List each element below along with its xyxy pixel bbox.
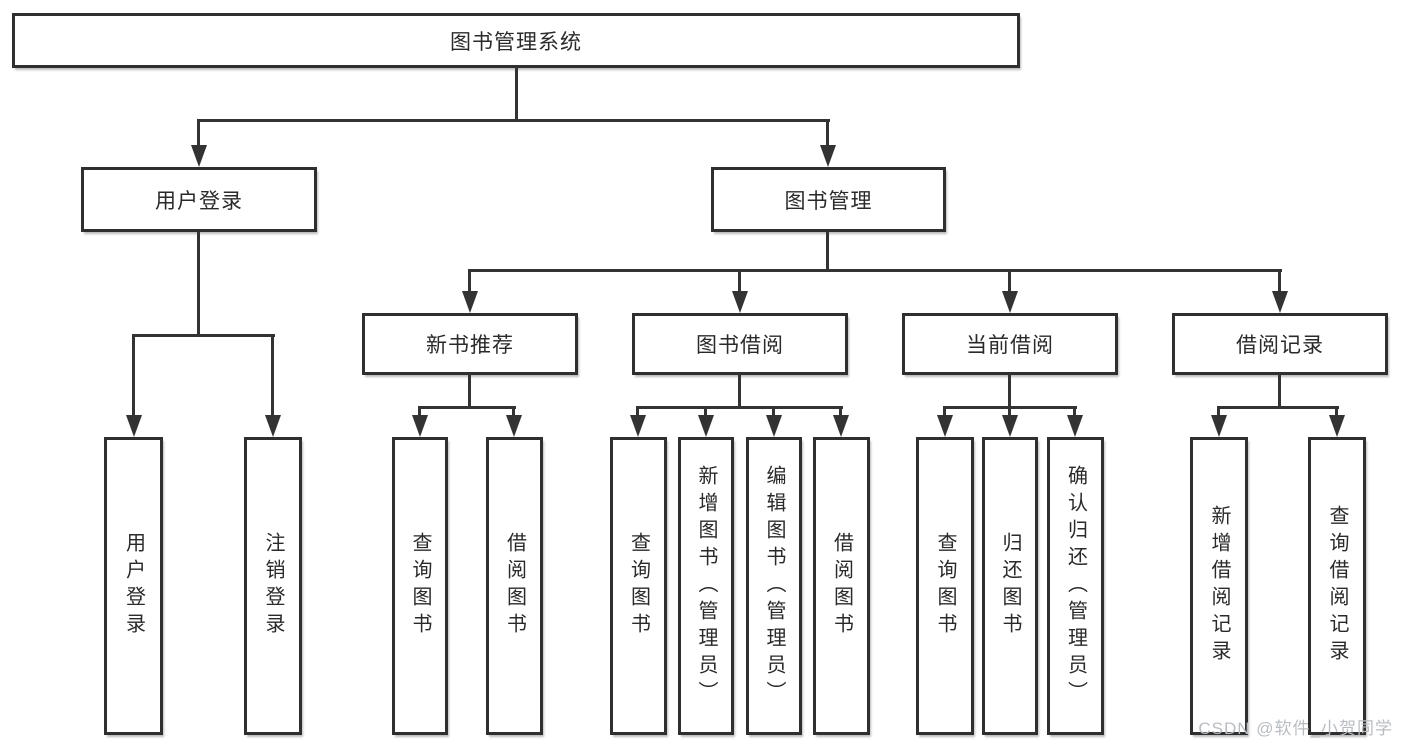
connector-stem xyxy=(468,269,471,295)
node-book-borrowing: 图书借阅 xyxy=(632,313,848,375)
connector-stem xyxy=(1008,375,1011,408)
leaf-query-books-recommend: 查询图书 xyxy=(392,437,448,735)
node-label: 查询借阅记录 xyxy=(1326,505,1348,667)
arrow-down-icon xyxy=(732,291,748,313)
node-label: 借阅记录 xyxy=(1236,334,1324,357)
connector-stem xyxy=(738,375,741,408)
connector-stem xyxy=(636,406,639,418)
connector-stem xyxy=(1335,406,1338,418)
node-label: 归还图书 xyxy=(999,532,1021,640)
node-label: 图书借阅 xyxy=(696,334,784,357)
connector-root-stem xyxy=(515,68,518,121)
csdn-watermark: CSDN @软件_小贺同学 xyxy=(1198,719,1393,738)
node-label: 新增借阅记录 xyxy=(1208,505,1230,667)
node-label: 注销登录 xyxy=(262,532,284,640)
arrow-down-icon xyxy=(833,415,849,437)
leaf-edit-books-admin: 编辑图书（管理员） xyxy=(746,437,802,735)
arrow-down-icon xyxy=(937,415,953,437)
leaf-query-borrow-record: 查询借阅记录 xyxy=(1308,437,1366,735)
connector-user-login-stem xyxy=(197,232,200,336)
connector-stem xyxy=(271,334,274,417)
node-root-system: 图书管理系统 xyxy=(12,13,1020,68)
connector-stem xyxy=(704,406,707,418)
node-label: 图书管理系统 xyxy=(450,30,582,54)
connector-stem xyxy=(943,406,946,418)
node-label: 查询图书 xyxy=(409,532,431,640)
connector-stem xyxy=(1278,375,1281,408)
arrow-down-icon xyxy=(1272,291,1288,313)
leaf-borrow-books-recommend: 借阅图书 xyxy=(486,437,543,735)
connector-user-login-splitter xyxy=(132,334,275,337)
leaf-confirm-return-admin: 确认归还（管理员） xyxy=(1047,437,1104,735)
connector-stem xyxy=(1008,406,1011,418)
connector-splitter xyxy=(418,406,516,409)
arrow-down-icon xyxy=(265,415,281,437)
node-label: 查询图书 xyxy=(934,532,956,640)
connector-stem xyxy=(772,406,775,418)
arrow-down-icon xyxy=(412,415,428,437)
arrow-down-icon xyxy=(126,415,142,437)
node-label: 确认归还（管理员） xyxy=(1064,464,1087,708)
connector-level3-splitter xyxy=(468,269,1282,272)
arrow-down-icon xyxy=(191,145,207,167)
leaf-query-books-current: 查询图书 xyxy=(916,437,974,735)
leaf-query-books-borrowing: 查询图书 xyxy=(610,437,667,735)
node-label: 查询图书 xyxy=(627,532,650,640)
connector-stem xyxy=(132,334,135,417)
connector-stem xyxy=(197,119,200,147)
node-label: 借阅图书 xyxy=(830,532,853,640)
arrow-down-icon xyxy=(820,145,836,167)
leaf-logout: 注销登录 xyxy=(244,437,302,735)
connector-level2-splitter xyxy=(197,119,830,122)
leaf-add-borrow-record: 新增借阅记录 xyxy=(1190,437,1248,735)
arrow-down-icon xyxy=(506,415,522,437)
node-current-borrowing: 当前借阅 xyxy=(902,313,1118,375)
node-label: 图书管理 xyxy=(784,189,873,213)
node-user-login: 用户登录 xyxy=(81,167,317,232)
arrow-down-icon xyxy=(630,415,646,437)
node-label: 用户登录 xyxy=(122,532,145,640)
arrow-down-icon xyxy=(1002,415,1018,437)
connector-stem xyxy=(1278,269,1281,295)
arrow-down-icon xyxy=(1329,415,1345,437)
arrow-down-icon xyxy=(462,291,478,313)
leaf-add-books-admin: 新增图书（管理员） xyxy=(678,437,734,735)
arrow-down-icon xyxy=(1067,415,1083,437)
connector-splitter xyxy=(637,406,843,409)
leaf-borrow-books: 借阅图书 xyxy=(813,437,870,735)
node-label: 新书推荐 xyxy=(426,334,514,357)
node-borrowing-records: 借阅记录 xyxy=(1172,313,1388,375)
arrow-down-icon xyxy=(1002,291,1018,313)
connector-stem xyxy=(826,119,829,147)
connector-stem xyxy=(738,269,741,295)
connector-stem xyxy=(1217,406,1220,418)
connector-stem xyxy=(1008,269,1011,295)
node-label: 用户登录 xyxy=(155,189,243,213)
arrow-down-icon xyxy=(1211,415,1227,437)
connector-stem xyxy=(839,406,842,418)
leaf-user-login: 用户登录 xyxy=(104,437,163,735)
node-label: 当前借阅 xyxy=(966,334,1054,357)
node-book-management: 图书管理 xyxy=(711,167,946,232)
connector-stem xyxy=(512,406,515,418)
node-label: 新增图书（管理员） xyxy=(695,464,717,708)
connector-stem xyxy=(418,406,421,418)
node-new-book-recommend: 新书推荐 xyxy=(362,313,578,375)
connector-stem xyxy=(1073,406,1076,418)
node-label: 编辑图书（管理员） xyxy=(763,464,785,708)
connector-splitter xyxy=(1217,406,1339,409)
arrow-down-icon xyxy=(698,415,714,437)
node-label: 借阅图书 xyxy=(503,532,526,640)
connector-book-mgmt-stem xyxy=(826,232,829,272)
leaf-return-books: 归还图书 xyxy=(982,437,1038,735)
connector-stem xyxy=(468,375,471,408)
arrow-down-icon xyxy=(766,415,782,437)
